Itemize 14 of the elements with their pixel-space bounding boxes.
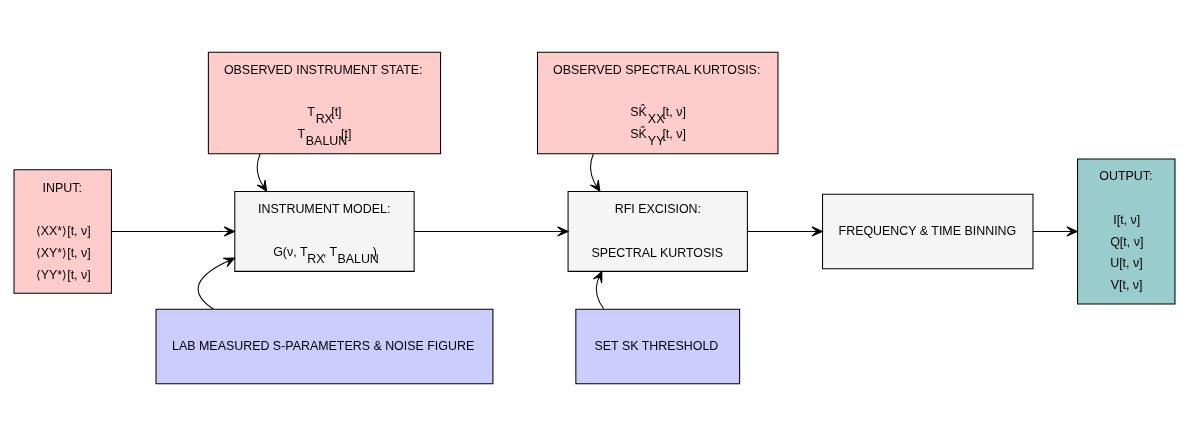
node-box: RFI EXCISION: SPECTRAL KURTOSIS bbox=[567, 191, 748, 272]
node-box: INPUT: ⟨XX*⟩[t, ν] ⟨XY*⟩[t, ν] ⟨YY*⟩[t, ν] bbox=[13, 169, 112, 294]
arrow bbox=[413, 226, 568, 237]
node-box: OUTPUT: I[t, ν] Q[t, ν] U[t, ν] V[t, ν] bbox=[1076, 158, 1175, 305]
arrow bbox=[1032, 226, 1078, 237]
arrow bbox=[197, 257, 235, 310]
arrow bbox=[256, 153, 267, 192]
arrow bbox=[110, 226, 235, 237]
arrow bbox=[746, 226, 823, 237]
arrow bbox=[592, 271, 604, 310]
node-box: FREQUENCY & TIME BINNING bbox=[821, 193, 1033, 270]
node-box: SET SK THRESHOLD bbox=[574, 308, 740, 385]
node-box: LAB MEASURED S-PARAMETERS & NOISE FIGURE bbox=[155, 308, 493, 385]
arrow bbox=[589, 153, 600, 192]
